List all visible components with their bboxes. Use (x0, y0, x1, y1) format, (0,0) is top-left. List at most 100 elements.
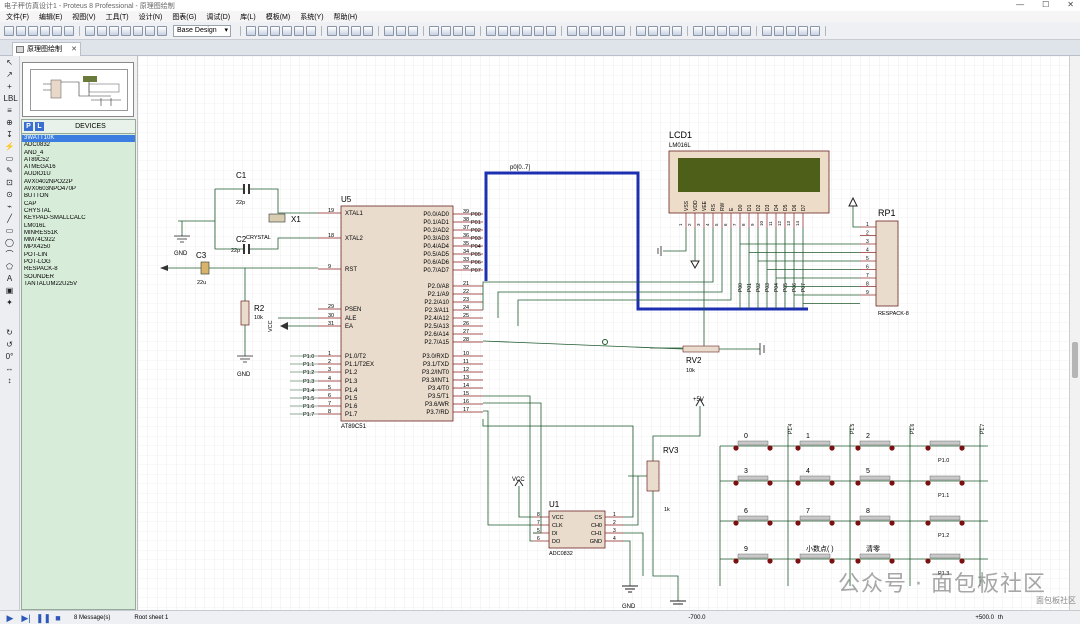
step-icon[interactable]: ▶| (21, 612, 31, 623)
toolbar-icon-11[interactable] (145, 25, 155, 36)
mode-tool-icon-0[interactable]: ↖ (6, 58, 13, 67)
toolbar-icon-3[interactable] (40, 25, 50, 36)
mode-tool-icon-2[interactable]: + (7, 82, 12, 91)
toolbar-icon-10[interactable] (133, 25, 143, 36)
menu-edit[interactable]: 编辑(E) (38, 13, 63, 21)
device-item[interactable]: ADC0832 (24, 142, 51, 149)
lcd-vss-wire[interactable] (663, 228, 687, 252)
lcd-rs-wire[interactable] (482, 228, 714, 310)
device-item[interactable]: AVX0402NPO22P (24, 178, 73, 185)
menu-library[interactable]: 库(L) (240, 13, 256, 21)
device-item[interactable]: AVX0603NPO470P (24, 186, 76, 193)
toolbar-icon-53[interactable] (798, 25, 808, 36)
maximize-button[interactable]: ☐ (1042, 0, 1050, 9)
toolbar-icon-19[interactable] (327, 25, 337, 36)
mode-tool-icon-8[interactable]: ▭ (5, 154, 14, 163)
mode-tool-icon-19[interactable]: ▣ (5, 286, 14, 295)
keypad-button[interactable] (737, 553, 769, 559)
u1-vcc-wire[interactable] (518, 486, 533, 518)
rp1-vcc-wire[interactable] (852, 206, 860, 228)
toolbar-icon-24[interactable] (396, 25, 406, 36)
keypad-button[interactable] (929, 515, 961, 521)
toolbar-icon-5[interactable] (64, 25, 74, 36)
device-item[interactable]: MPX4250 (24, 244, 51, 251)
keypad-button[interactable] (859, 440, 891, 446)
device-item[interactable]: RESPACK-8 (24, 266, 58, 273)
toolbar-icon-0[interactable] (4, 25, 14, 36)
keypad-button[interactable] (737, 440, 769, 446)
toolbar-icon-39[interactable] (603, 25, 613, 36)
device-item[interactable]: AT89C52 (24, 156, 49, 163)
toolbar-icon-30[interactable] (486, 25, 496, 36)
toolbar-icon-45[interactable] (693, 25, 703, 36)
keypad-button[interactable] (737, 475, 769, 481)
toolbar-icon-36[interactable] (567, 25, 577, 36)
toolbar-icon-37[interactable] (579, 25, 589, 36)
scrollbar-thumb[interactable] (1072, 342, 1078, 378)
mode-tool-icon-7[interactable]: ⚡ (4, 142, 15, 151)
mode-tool-icon-13[interactable]: ╱ (7, 214, 12, 223)
mode-tool-icon-5[interactable]: ⊕ (6, 118, 13, 127)
toolbar-icon-52[interactable] (786, 25, 796, 36)
mode-tool-icon-9[interactable]: ✎ (6, 166, 13, 175)
menu-help[interactable]: 帮助(H) (333, 13, 358, 21)
toolbar-icon-50[interactable] (762, 25, 772, 36)
toolbar-icon-2[interactable] (28, 25, 38, 36)
rv3-ground-wire[interactable] (652, 491, 679, 601)
mode-tool-icon-12[interactable]: ⌁ (7, 202, 12, 211)
mode-tool-icon-25[interactable]: ↕ (7, 376, 12, 385)
toolbar-icon-32[interactable] (510, 25, 520, 36)
toolbar-icon-28[interactable] (453, 25, 463, 36)
mode-tool-icon-3[interactable]: LBL (3, 94, 18, 103)
menu-debug[interactable]: 调试(D) (206, 13, 231, 21)
r2-resistor[interactable] (240, 300, 250, 326)
stop-icon[interactable]: ■ (55, 612, 61, 623)
lcd-rw-wire[interactable] (497, 228, 723, 318)
toolbar-icon-33[interactable] (522, 25, 532, 36)
keypad-button[interactable] (859, 515, 891, 521)
toolbar-icon-13[interactable] (246, 25, 256, 36)
mode-tool-icon-1[interactable]: ↗ (6, 70, 13, 79)
toolbar-icon-34[interactable] (534, 25, 544, 36)
device-item[interactable]: AUDIO1U (24, 171, 51, 178)
toolbar-icon-40[interactable] (615, 25, 625, 36)
mode-tool-icon-20[interactable]: ✦ (6, 298, 13, 307)
keypad-button[interactable] (737, 515, 769, 521)
menu-tools[interactable]: 工具(T) (105, 13, 129, 21)
device-item[interactable]: POT-LOG (24, 259, 51, 266)
menu-design[interactable]: 设计(N) (138, 13, 163, 21)
toolbar-icon-44[interactable] (672, 25, 682, 36)
toolbar-icon-22[interactable] (363, 25, 373, 36)
toolbar-icon-21[interactable] (351, 25, 361, 36)
toolbar-icon-16[interactable] (282, 25, 292, 36)
design-select[interactable]: Base Design (173, 24, 231, 37)
menu-file[interactable]: 文件(F) (6, 13, 29, 21)
device-item[interactable]: MM74C922 (24, 237, 56, 244)
device-item[interactable]: CRYSTAL (24, 207, 52, 214)
device-item[interactable]: MINRES51K (24, 229, 59, 236)
mode-tool-icon-23[interactable]: 0° (5, 352, 14, 361)
device-item[interactable]: KEYPAD-SMALLCALC (24, 215, 86, 222)
mode-tool-icon-16[interactable]: ⌒ (5, 250, 14, 259)
u1-di-wire[interactable] (483, 402, 542, 534)
u1-do-wire[interactable] (483, 395, 533, 542)
menu-system[interactable]: 系统(Y) (300, 13, 324, 21)
device-item[interactable]: AND_4 (24, 149, 44, 156)
toolbar-icon-26[interactable] (429, 25, 439, 36)
device-item[interactable]: 3WATT10K (22, 135, 135, 143)
u1-body[interactable] (548, 510, 606, 549)
toolbar-icon-49[interactable] (741, 25, 751, 36)
toolbar-icon-47[interactable] (717, 25, 727, 36)
keypad-button[interactable] (799, 475, 831, 481)
pick-devices-button[interactable]: P (24, 122, 33, 131)
toolbar-icon-48[interactable] (729, 25, 739, 36)
close-button[interactable]: ✕ (1067, 0, 1074, 9)
mode-tool-icon-21[interactable]: ↻ (6, 328, 13, 337)
mode-tool-icon-18[interactable]: A (6, 274, 13, 283)
overview-window[interactable] (22, 62, 134, 117)
toolbar-icon-14[interactable] (258, 25, 268, 36)
rv2-wire[interactable] (482, 340, 684, 350)
vertical-scrollbar[interactable] (1069, 56, 1080, 610)
toolbar-icon-54[interactable] (810, 25, 820, 36)
toolbar-icon-46[interactable] (705, 25, 715, 36)
